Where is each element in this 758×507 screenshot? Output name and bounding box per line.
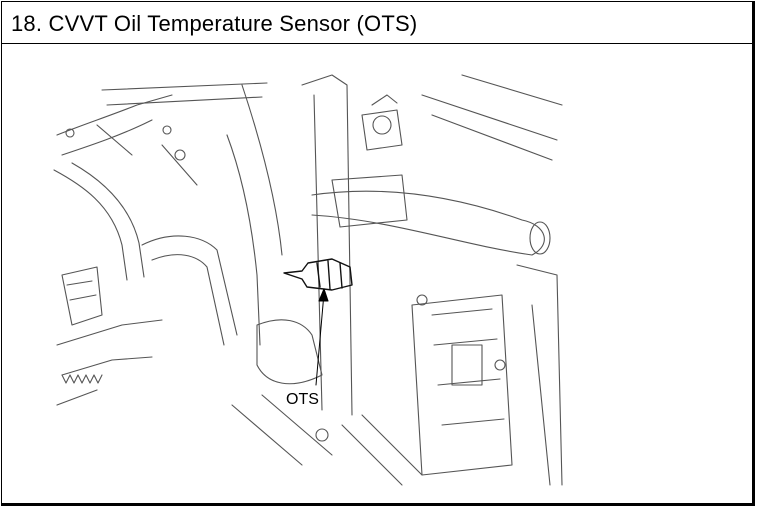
center-tube [141,235,238,346]
upper-rail [96,82,268,186]
bolt-2 [174,149,186,161]
ots-sensor [283,258,353,291]
pipe-clamp [331,174,408,228]
upper-left-hose [56,94,173,156]
top-fitting [361,94,403,151]
right-rail [516,264,563,486]
cap-bolt [372,115,392,135]
callout-leader [315,292,325,386]
left-bracket [61,266,103,326]
bolt-5 [494,359,506,371]
engine-bay-drawing [53,74,563,486]
right-assembly [411,294,513,476]
right-pipe [311,190,545,256]
lower-block [256,319,323,385]
bolt-4 [416,294,428,306]
engine-diagram: OTS [2,45,752,503]
callout-arrowhead [318,288,329,302]
left-teeth [61,374,103,384]
lower-lines [231,394,423,486]
bolt-6 [315,428,329,442]
right-block [451,344,483,386]
left-tube [53,162,145,281]
title-bar: 18. CVVT Oil Temperature Sensor (OTS) [2,2,752,44]
right-upper-lines [421,74,563,161]
center-frame [226,84,283,346]
bolt-3 [162,125,172,135]
left-rail [56,319,163,406]
pipe-end [529,221,551,255]
page-title: 18. CVVT Oil Temperature Sensor (OTS) [11,11,418,36]
bolt-1 [65,128,75,138]
tower [301,74,353,416]
ots-callout-label: OTS [284,391,321,409]
